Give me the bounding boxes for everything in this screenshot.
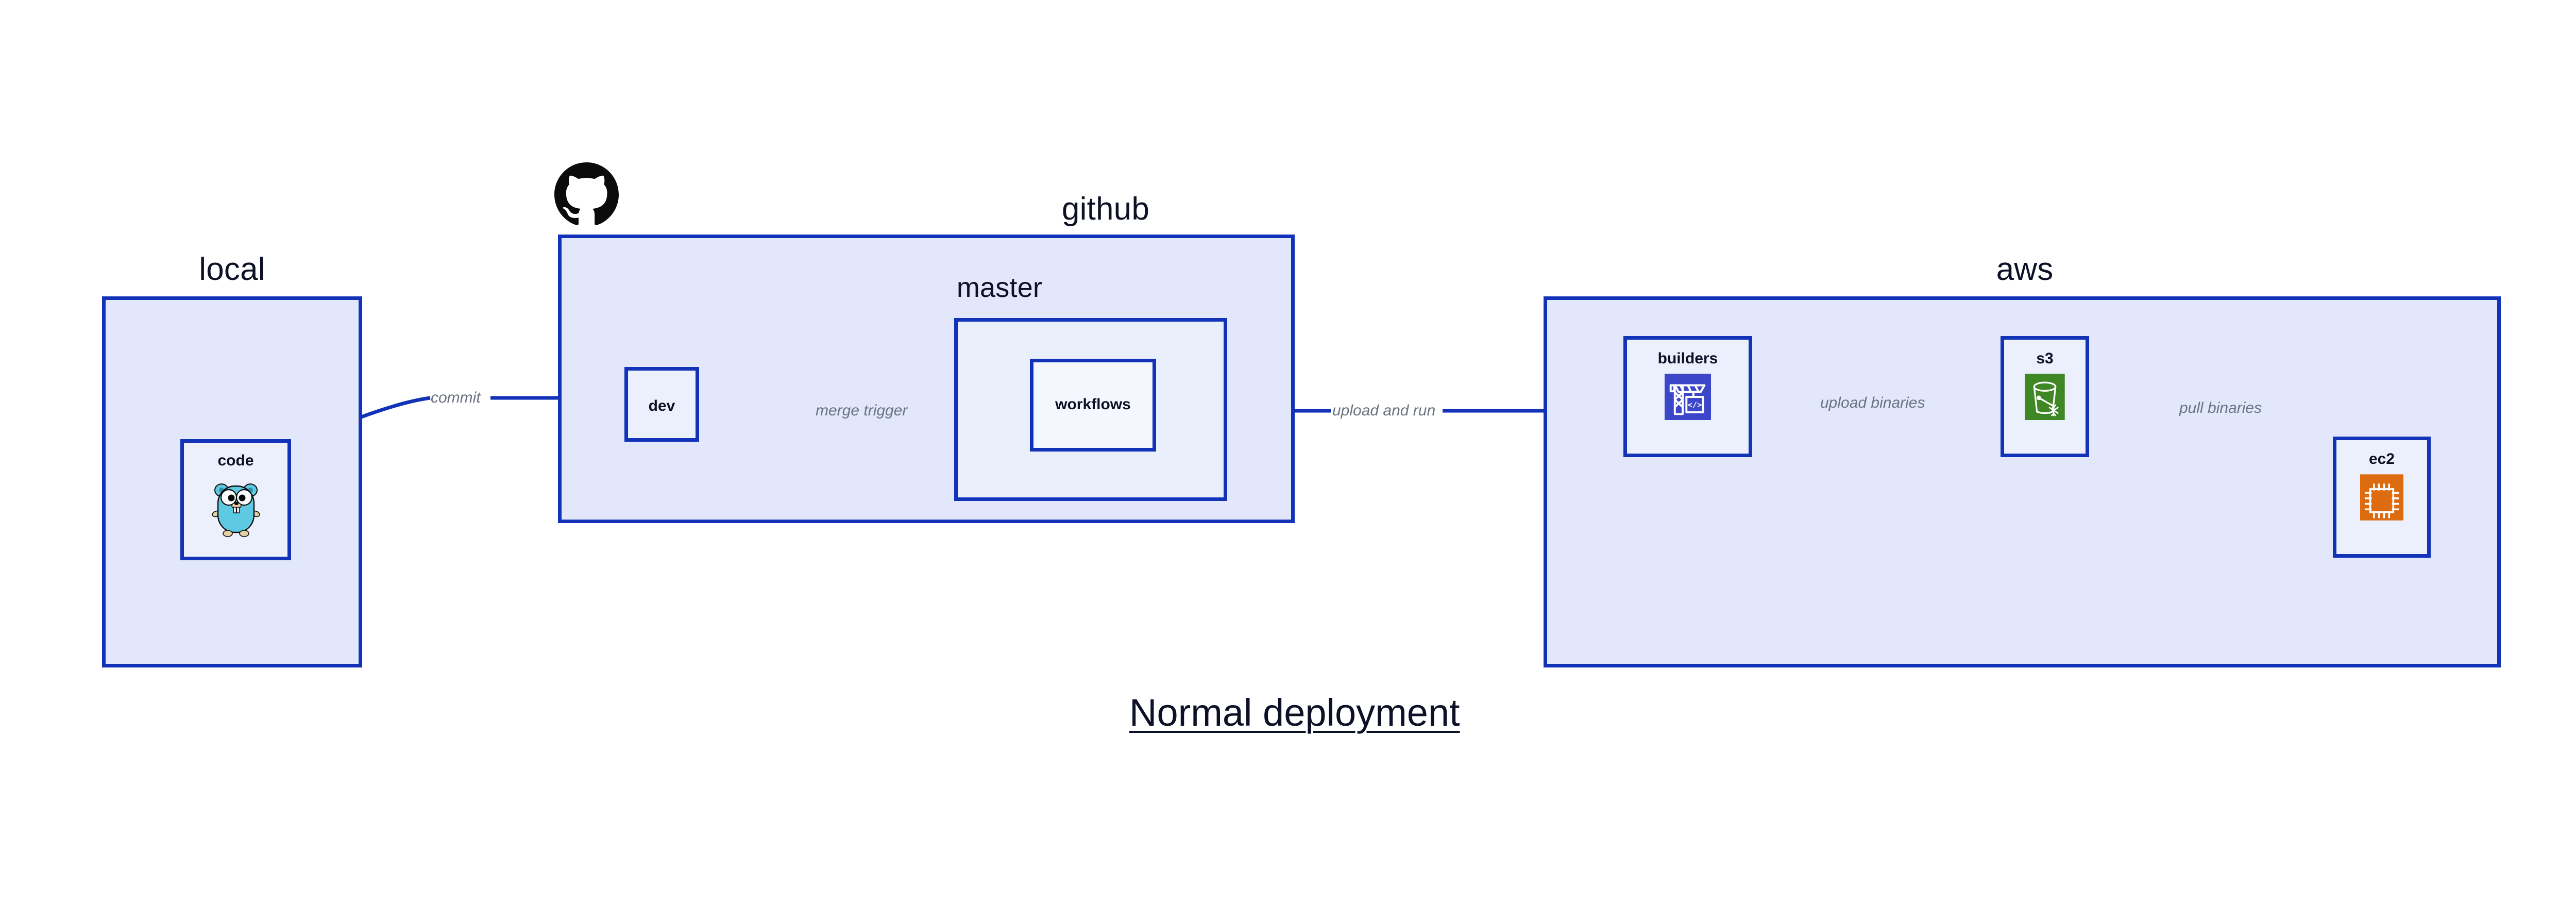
node-builders-label: builders (1657, 350, 1718, 367)
node-ec2-label: ec2 (2368, 450, 2395, 467)
node-ec2[interactable]: ec2 (2333, 437, 2431, 558)
go-gopher-icon (211, 480, 261, 538)
node-dev-label: dev (648, 397, 675, 414)
node-s3-label: s3 (2036, 350, 2054, 367)
node-workflows-label: workflows (1055, 396, 1131, 413)
node-workflows[interactable]: workflows (1030, 359, 1156, 452)
zone-label-local: local (199, 252, 265, 287)
subzone-label-master: master (956, 272, 1043, 303)
aws-crane-builders-icon: </> (1665, 374, 1711, 420)
github-octocat-icon (554, 162, 619, 227)
zone-local: code (102, 296, 362, 667)
zone-aws: builders (1544, 296, 2501, 667)
aws-ec2-chip-icon (2360, 474, 2403, 521)
node-code-label: code (217, 452, 254, 469)
node-s3[interactable]: s3 (2001, 336, 2089, 457)
edge-label-upload-binaries: upload binaries (1820, 394, 1925, 411)
node-dev[interactable]: dev (624, 367, 699, 442)
aws-s3-bucket-icon (2025, 374, 2065, 420)
svg-text:</>: </> (1688, 400, 1702, 410)
edge-label-commit: commit (431, 389, 481, 406)
page-title: Normal deployment (1129, 691, 1460, 734)
zone-label-github: github (1061, 191, 1150, 227)
zone-label-aws: aws (1996, 252, 2054, 287)
edge-label-upload-and-run: upload and run (1332, 402, 1436, 419)
node-code[interactable]: code (180, 439, 291, 560)
edge-label-merge-trigger: merge trigger (816, 402, 908, 419)
edge-label-pull-binaries: pull binaries (2179, 399, 2262, 416)
subzone-master: workflows (954, 318, 1227, 501)
zone-github: dev master workflows (558, 235, 1295, 523)
node-builders[interactable]: builders (1623, 336, 1752, 457)
